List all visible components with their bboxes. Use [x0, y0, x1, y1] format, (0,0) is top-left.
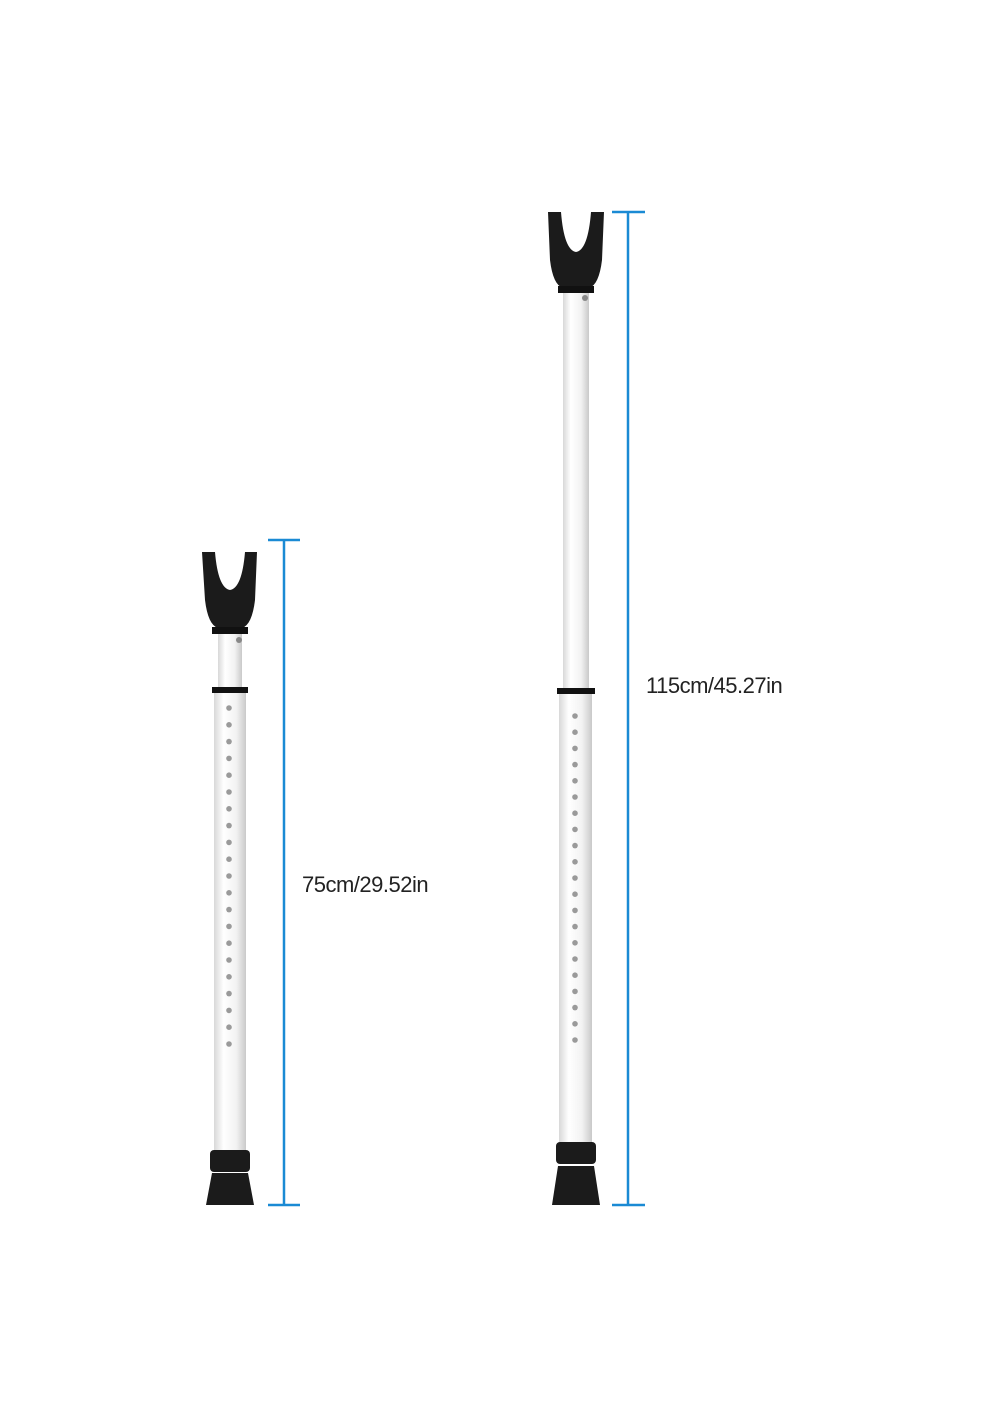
adjustment-hole — [226, 974, 232, 980]
adjustment-hole — [226, 789, 232, 795]
adjustment-hole — [572, 1021, 578, 1027]
adjustment-hole — [572, 713, 578, 719]
adjustment-hole — [572, 923, 578, 930]
adjustment-hole — [226, 738, 232, 745]
adjustment-hole — [226, 1041, 232, 1047]
adjustment-holes — [226, 705, 232, 1047]
adjustment-holes — [572, 713, 578, 1043]
collar-ring — [557, 688, 595, 694]
outer-tube — [214, 693, 246, 1150]
rubber-foot — [206, 1173, 254, 1205]
screw — [236, 637, 242, 643]
rubber-foot — [552, 1166, 600, 1205]
adjustment-hole — [226, 856, 232, 862]
adjustment-hole — [572, 875, 578, 881]
adjustment-hole — [572, 729, 578, 735]
adjustment-hole — [572, 859, 578, 865]
screw — [582, 295, 588, 301]
adjustment-hole — [226, 772, 232, 778]
knob — [556, 1142, 596, 1164]
adjustment-hole — [226, 822, 232, 829]
adjustment-hole — [572, 907, 578, 914]
v-cradle-top — [548, 212, 604, 288]
knob — [210, 1150, 250, 1172]
adjustment-hole — [226, 890, 232, 896]
adjustment-hole — [572, 1004, 578, 1011]
v-cradle-top — [202, 552, 257, 628]
adjustment-hole — [572, 956, 578, 962]
inner-tube — [563, 293, 589, 688]
adjustment-hole — [226, 923, 232, 930]
adjustment-hole — [572, 940, 578, 946]
adjustment-hole — [226, 722, 232, 728]
extended-bar — [548, 212, 604, 1205]
cap-ring — [558, 286, 594, 293]
adjustment-hole — [572, 826, 578, 833]
cap-ring — [212, 627, 248, 634]
adjustment-hole — [226, 957, 232, 963]
adjustment-hole — [226, 940, 232, 946]
adjustment-hole — [226, 990, 232, 997]
inner-tube — [218, 634, 242, 688]
adjustment-hole — [572, 794, 578, 800]
adjustment-hole — [226, 705, 232, 711]
adjustment-hole — [226, 839, 232, 846]
retracted-bar — [202, 552, 257, 1205]
adjustment-hole — [226, 1024, 232, 1030]
adjustment-hole — [226, 806, 232, 812]
adjustment-hole — [572, 891, 578, 897]
collar-ring — [212, 687, 248, 693]
adjustment-hole — [572, 972, 578, 978]
dimension-label-short: 75cm/29.52in — [302, 872, 429, 897]
adjustment-hole — [572, 842, 578, 849]
adjustment-hole — [226, 906, 232, 913]
adjustment-hole — [572, 761, 578, 768]
dimension-line-short — [268, 538, 300, 1207]
adjustment-hole — [572, 1037, 578, 1043]
adjustment-hole — [572, 810, 578, 816]
dimension-label-long: 115cm/45.27in — [646, 673, 783, 698]
outer-tube — [559, 694, 592, 1142]
adjustment-hole — [226, 1007, 232, 1014]
adjustment-hole — [226, 873, 232, 879]
adjustment-hole — [226, 755, 232, 762]
adjustment-hole — [572, 778, 578, 784]
dimension-line-long — [612, 210, 645, 1207]
adjustment-hole — [572, 988, 578, 995]
adjustment-hole — [572, 745, 578, 752]
